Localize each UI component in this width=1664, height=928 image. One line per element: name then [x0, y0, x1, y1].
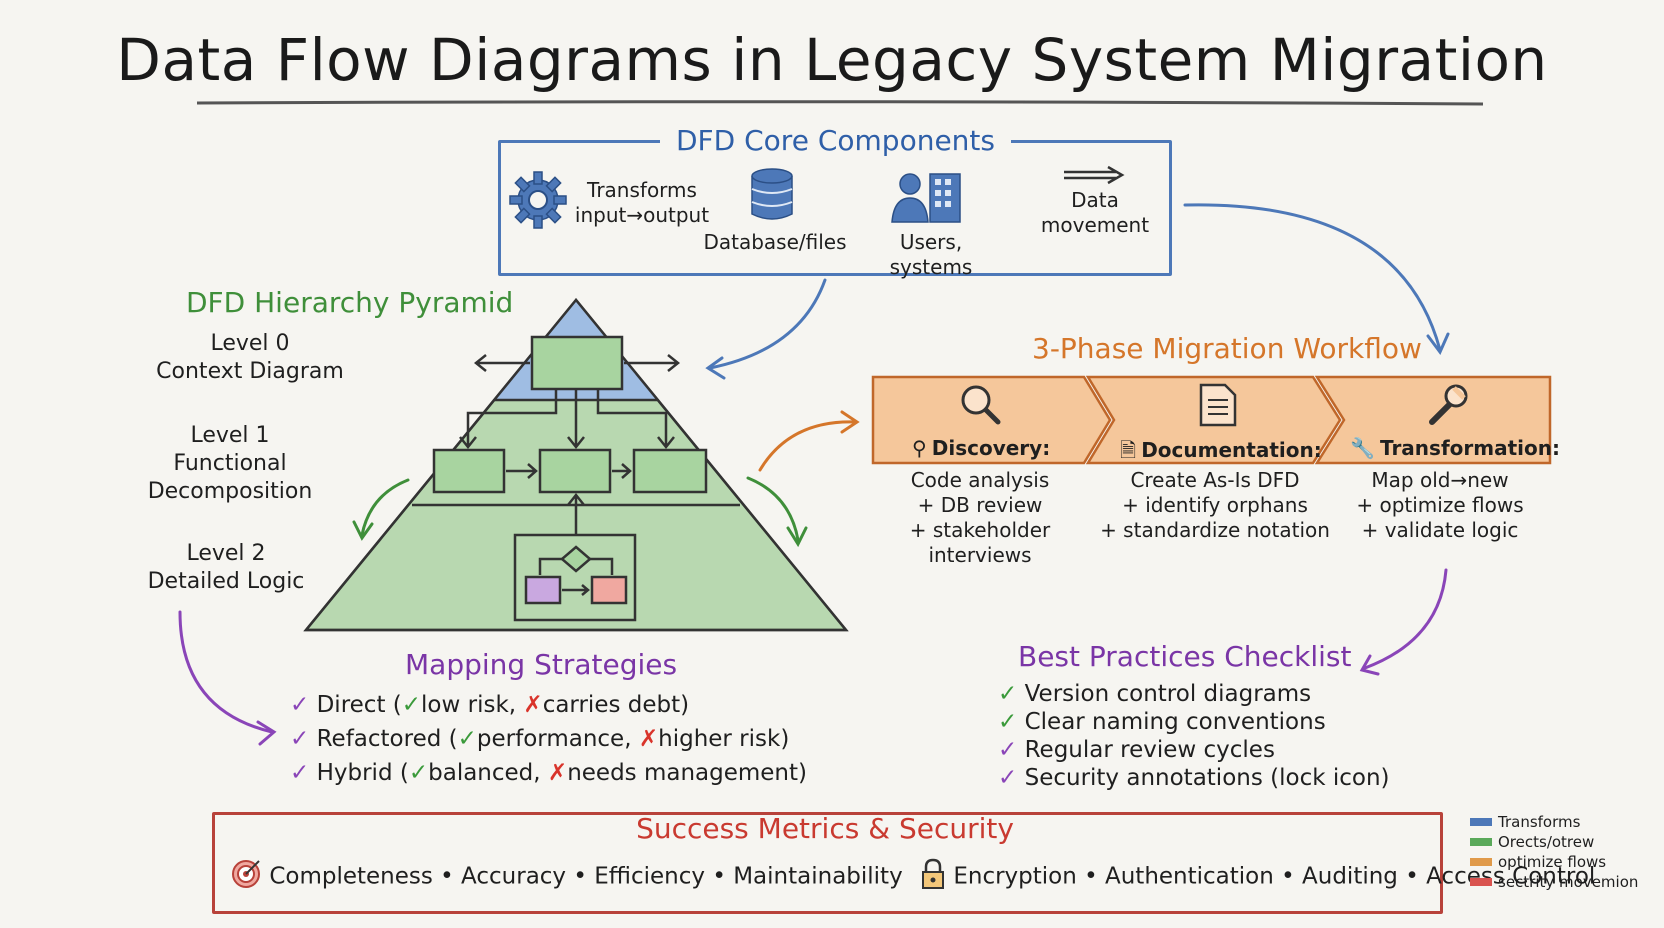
- lock-icon: [920, 858, 946, 896]
- cross-icon: ✗: [638, 726, 659, 752]
- cross-icon: ✗: [547, 760, 568, 786]
- legend: Transforms Orects/otrew optimize flows s…: [1470, 812, 1638, 892]
- small-wrench-icon: 🔧: [1350, 436, 1375, 460]
- title-underline: [196, 100, 1484, 106]
- phase-transformation-desc: Map old→new + optimize flows + validate …: [1356, 468, 1524, 542]
- mapping-row-refactored: ✓ Refactored (✓performance, ✗higher risk…: [290, 726, 790, 752]
- best-practices-title: Best Practices Checklist: [1018, 640, 1352, 673]
- phase-discovery-desc: Code analysis + DB review + stakeholder …: [909, 468, 1051, 567]
- arrow-icon: [1062, 164, 1126, 186]
- workflow-title: 3-Phase Migration Workflow: [1032, 332, 1422, 365]
- workflow-chevrons: [871, 375, 1552, 465]
- core-item-data-movement: Data movement: [1040, 188, 1150, 237]
- legend-item: optimize flows: [1470, 852, 1638, 872]
- magnifier-icon: [958, 382, 1002, 430]
- list-item: ✓ Security annotations (lock icon): [998, 765, 1390, 791]
- phase-documentation: 🗎 Documentation:: [1110, 380, 1322, 464]
- cross-icon: ✗: [523, 692, 543, 718]
- level-1-label: Level 1 Functional Decomposition: [147, 423, 313, 504]
- check-icon: ✓: [998, 765, 1018, 791]
- metrics-title: Success Metrics & Security: [636, 812, 1014, 845]
- mapping-row-direct: ✓ Direct (✓low risk, ✗carries debt): [290, 692, 690, 718]
- legend-item: Transforms: [1470, 812, 1638, 832]
- metrics-box: [212, 812, 1443, 914]
- legend-item: sectrity movemion: [1470, 872, 1638, 892]
- phase-transformation: 🔧 Transformation:: [1340, 380, 1560, 464]
- mapping-title: Mapping Strategies: [405, 648, 678, 681]
- document-icon: [1198, 382, 1238, 432]
- gear-icon: [506, 168, 570, 232]
- core-item-users: Users, systems: [889, 230, 973, 279]
- check-icon: ✓: [408, 760, 429, 786]
- check-icon: ✓: [290, 726, 310, 752]
- check-icon: ✓: [290, 692, 310, 718]
- check-icon: ✓: [457, 726, 477, 752]
- pyramid-title: DFD Hierarchy Pyramid: [186, 286, 514, 319]
- phase-discovery: ⚲ Discovery:: [880, 380, 1080, 464]
- mapping-list: ✓ Direct (✓low risk, ✗carries debt) ✓ Re…: [290, 688, 807, 790]
- list-item: ✓ Clear naming conventions: [998, 709, 1326, 735]
- check-icon: ✓: [290, 760, 310, 786]
- metrics-left: Completeness • Accuracy • Efficiency • M…: [269, 863, 903, 890]
- check-icon: ✓: [401, 692, 422, 718]
- phase-documentation-label: Documentation:: [1141, 438, 1322, 462]
- phase-discovery-label: Discovery:: [931, 436, 1051, 460]
- core-item-database: Database/files: [703, 230, 847, 254]
- list-item: ✓ Regular review cycles: [998, 737, 1275, 763]
- check-icon: ✓: [998, 709, 1018, 735]
- legend-item: Orects/otrew: [1470, 832, 1638, 852]
- target-icon: [230, 858, 262, 896]
- page-title: Data Flow Diagrams in Legacy System Migr…: [116, 26, 1548, 94]
- phase-documentation-desc: Create As-Is DFD + identify orphans + st…: [1100, 468, 1330, 542]
- database-icon: [748, 166, 796, 224]
- mapping-row-hybrid: ✓ Hybrid (✓balanced, ✗needs management): [290, 760, 808, 786]
- core-components-title: DFD Core Components: [660, 124, 1011, 157]
- small-magnifier-icon: ⚲: [912, 436, 927, 460]
- users-building-icon: [890, 170, 966, 228]
- core-item-transforms: Transforms input→output: [574, 178, 710, 227]
- phase-transformation-label: Transformation:: [1380, 436, 1560, 460]
- metrics-line: Completeness • Accuracy • Efficiency • M…: [230, 858, 1595, 896]
- hierarchy-pyramid: [303, 298, 849, 632]
- best-practices-list: ✓ Version control diagrams ✓ Clear namin…: [998, 680, 1390, 792]
- level-0-label: Level 0 Context Diagram: [156, 331, 344, 384]
- level-2-label: Level 2 Detailed Logic: [147, 541, 305, 594]
- check-icon: ✓: [998, 681, 1018, 707]
- small-document-icon: 🗎: [1120, 438, 1137, 462]
- wrench-icon: [1424, 382, 1470, 432]
- check-icon: ✓: [998, 737, 1018, 763]
- list-item: ✓ Version control diagrams: [998, 681, 1312, 707]
